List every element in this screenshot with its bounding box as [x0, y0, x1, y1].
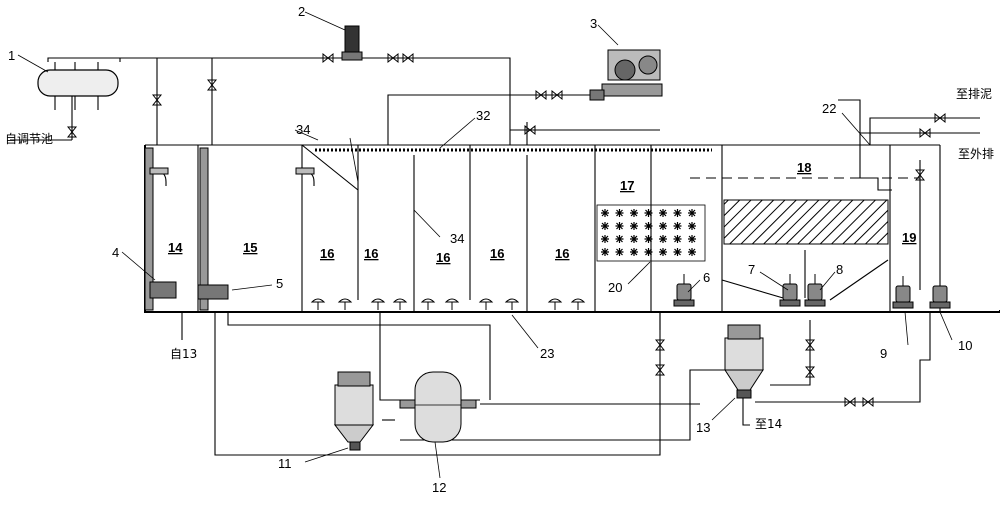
- media-cell-icon: [601, 222, 609, 230]
- submersible-pumps: [673, 273, 951, 309]
- media-cell-icon: [644, 235, 653, 243]
- zone-label: 16: [490, 246, 504, 261]
- media-cell-icon: [630, 209, 638, 217]
- media-cell-icon: [659, 248, 667, 256]
- media-cell-icon: [601, 235, 609, 243]
- diffuser-icon: [445, 298, 459, 311]
- media-cell-icon: [659, 235, 667, 243]
- media-cell-icon: [673, 222, 682, 230]
- filter-tank-12: [399, 371, 477, 443]
- zone-label: 18: [797, 160, 811, 175]
- filter-11: [333, 371, 375, 451]
- pump-6-icon: [673, 273, 695, 307]
- pump-2: [341, 25, 363, 61]
- equipment-number: 34: [296, 122, 310, 137]
- equipment-number: 5: [276, 276, 283, 291]
- media-cell-icon: [688, 235, 696, 243]
- media-cell-icon: [615, 209, 624, 217]
- to-14-label: 至14: [755, 417, 782, 431]
- equipment-number: 23: [540, 346, 554, 361]
- equipment-number: 6: [703, 270, 710, 285]
- zone-label: 19: [902, 230, 916, 245]
- media-cell-icon: [630, 235, 638, 243]
- media-cell-icon: [644, 209, 653, 217]
- filter-13: [724, 324, 764, 399]
- equipment-number: 11: [278, 456, 292, 471]
- media-cell-icon: [673, 248, 682, 256]
- media-cell-icon: [688, 248, 696, 256]
- media-cell-icon: [673, 209, 682, 217]
- zone-label: 15: [243, 240, 257, 255]
- media-cell-icon: [688, 222, 696, 230]
- pump-5: [197, 284, 229, 300]
- diffuser-icon: [421, 298, 435, 311]
- equipment-number: 1: [8, 48, 15, 63]
- air-tank-1: [37, 58, 121, 110]
- diffuser-icon: [479, 298, 493, 311]
- media-cell-icon: [644, 248, 653, 256]
- text-labels: 自调节池 自13 至14 至排泥 至外排 1 2 3 4 5 6 7 8 9 1…: [5, 4, 994, 495]
- inlet-label: 自调节池: [5, 132, 53, 146]
- pump-10-icon: [929, 275, 951, 309]
- equipment-number: 22: [822, 101, 836, 116]
- to-sludge-label: 至排泥: [956, 87, 992, 101]
- zone-label: 16: [555, 246, 569, 261]
- zone-label: 16: [364, 246, 378, 261]
- equipment-number: 9: [880, 346, 887, 361]
- equipment-number: 2: [298, 4, 305, 19]
- media-cell-icon: [630, 222, 638, 230]
- diffuser-icon: [505, 298, 519, 311]
- equipment-number: 32: [476, 108, 490, 123]
- from-13-label: 自13: [170, 347, 197, 361]
- diffuser-icon: [338, 298, 352, 311]
- pump-4: [149, 281, 177, 299]
- diffuser-icon: [571, 298, 585, 311]
- pump-7-icon: [779, 273, 801, 307]
- pump-8-icon: [804, 273, 826, 307]
- diffusers-23: [311, 298, 585, 311]
- equipment-number: 8: [836, 262, 843, 277]
- blower-3: [589, 49, 663, 101]
- media-cell-icon: [630, 248, 638, 256]
- media-cell-icon: [659, 209, 667, 217]
- diffuser-icon: [311, 298, 325, 311]
- media-cell-icon: [615, 248, 624, 256]
- sedimentation-zone-18: [690, 177, 920, 301]
- media-cell-icon: [673, 235, 682, 243]
- equipment-number: 7: [748, 262, 755, 277]
- filler-media: [601, 209, 696, 256]
- to-discharge-label: 至外排: [958, 147, 994, 161]
- equipment-number: 3: [590, 16, 597, 31]
- equipment-number: 34: [450, 231, 464, 246]
- equipment-number: 13: [696, 420, 710, 435]
- zone-label: 17: [620, 178, 634, 193]
- media-cell-icon: [659, 222, 667, 230]
- media-cell-icon: [615, 235, 624, 243]
- media-cell-icon: [601, 209, 609, 217]
- airlift-pipes: [144, 147, 315, 311]
- equipment-number: 4: [112, 245, 119, 260]
- zone-label: 16: [436, 250, 450, 265]
- equipment-number: 12: [432, 480, 446, 495]
- zone-label: 16: [320, 246, 334, 261]
- media-cell-icon: [601, 248, 609, 256]
- diffuser-icon: [393, 298, 407, 311]
- equipment-number: 10: [958, 338, 972, 353]
- diffuser-icon: [371, 298, 385, 311]
- zone-label: 14: [168, 240, 183, 255]
- media-cell-icon: [615, 222, 624, 230]
- leader-lines: [17, 11, 953, 479]
- process-piping: [10, 57, 980, 456]
- media-cell-icon: [688, 209, 696, 217]
- equipment-number: 20: [608, 280, 622, 295]
- diffuser-icon: [548, 298, 562, 311]
- media-cell-icon: [644, 222, 653, 230]
- pump-9-icon: [892, 275, 914, 309]
